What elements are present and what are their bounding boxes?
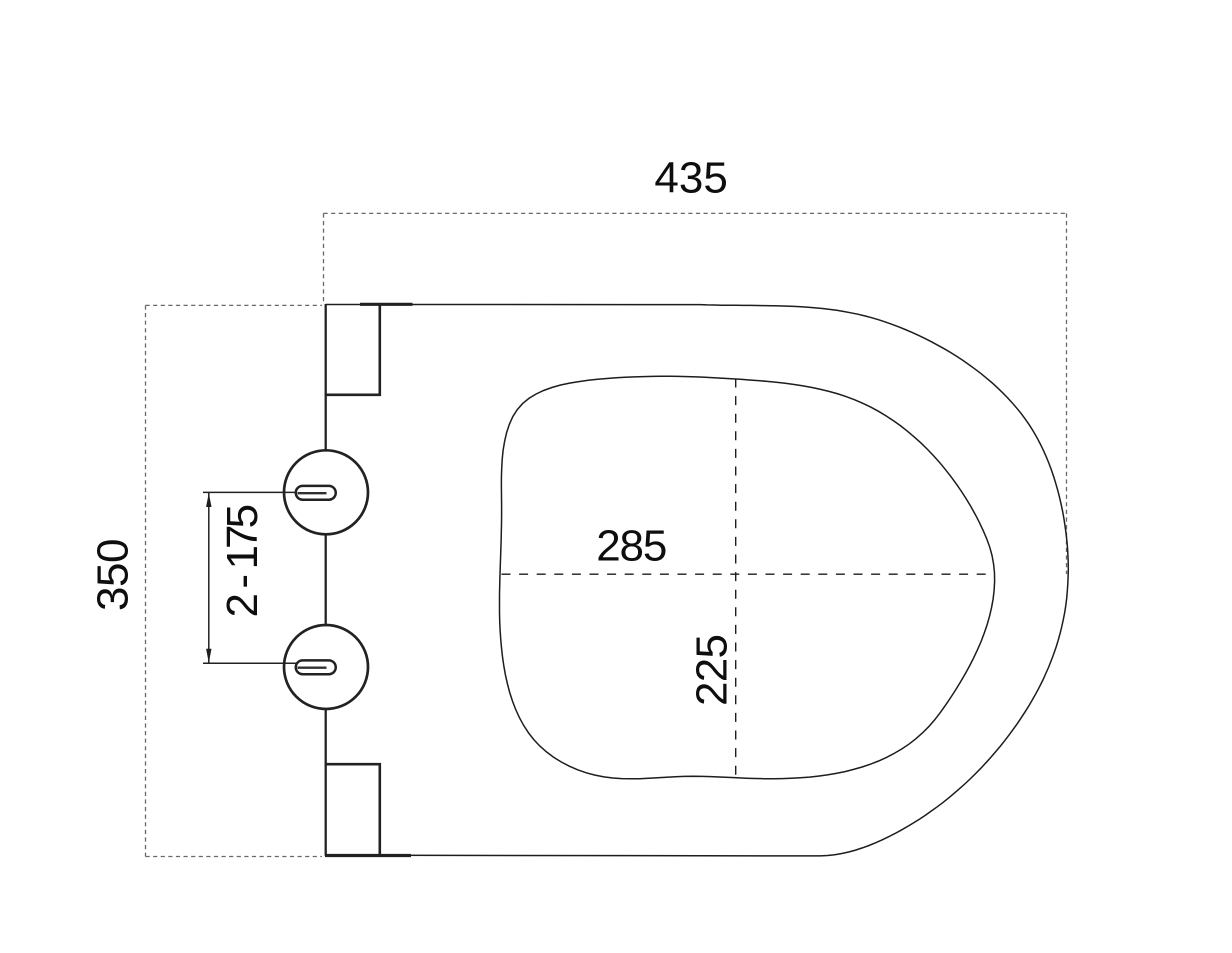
svg-text:435: 435 xyxy=(654,154,728,203)
svg-text:285: 285 xyxy=(596,522,667,571)
svg-text:2 - 175: 2 - 175 xyxy=(218,504,267,618)
svg-text:225: 225 xyxy=(687,634,736,706)
svg-text:350: 350 xyxy=(89,539,138,612)
